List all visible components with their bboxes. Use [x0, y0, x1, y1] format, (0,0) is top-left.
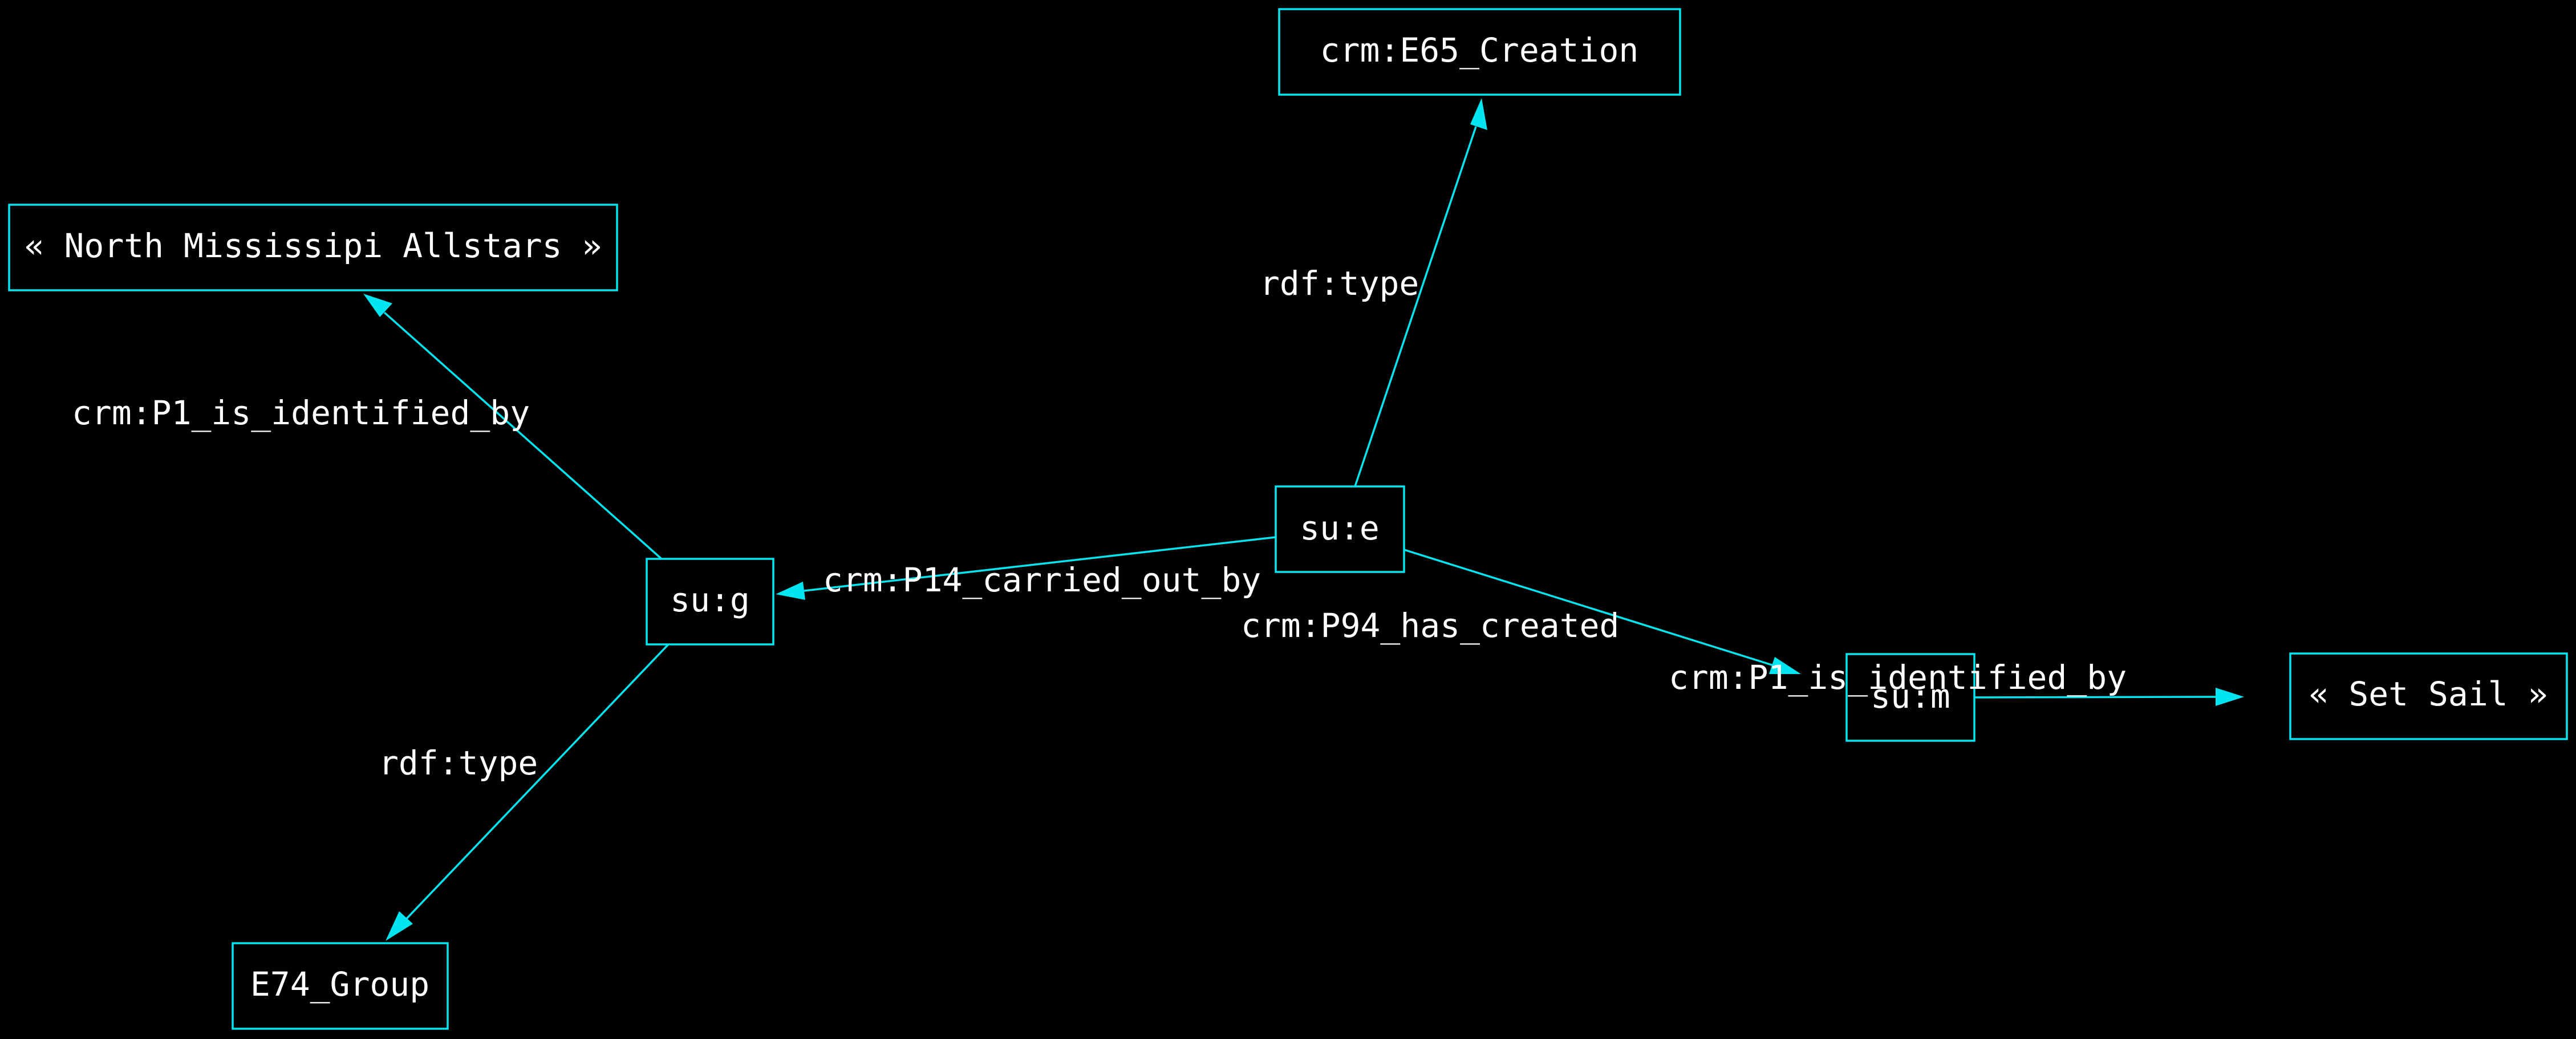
- node-box: [2289, 652, 2568, 740]
- arrowhead: [776, 582, 805, 600]
- edge-m-to-setsail: [1974, 688, 2244, 706]
- edge-label-has-created: crm:P94_has_created: [1241, 606, 1619, 645]
- node-label: « Set Sail »: [2309, 675, 2547, 713]
- node-label: crm:E65_Creation: [1320, 31, 1639, 70]
- node-box: [8, 204, 618, 291]
- edge-e-to-m: [1403, 549, 1801, 674]
- arrowhead: [1470, 98, 1487, 130]
- edge-e-to-creation: [1354, 98, 1487, 487]
- edge-line: [804, 536, 1276, 592]
- node-m[interactable]: su:m: [1845, 653, 1975, 742]
- edge-line: [383, 311, 663, 560]
- node-label: su:e: [1300, 509, 1380, 547]
- edge-e-to-g: [776, 536, 1276, 600]
- node-box: [1845, 653, 1975, 742]
- node-setsail[interactable]: « Set Sail »: [2289, 652, 2568, 740]
- node-label: E74_Group: [250, 965, 429, 1004]
- node-creation[interactable]: crm:E65_Creation: [1278, 8, 1681, 96]
- node-box: [646, 558, 774, 646]
- arrowhead: [2216, 688, 2244, 706]
- node-group[interactable]: E74_Group: [232, 942, 449, 1030]
- node-g[interactable]: su:g: [646, 558, 774, 646]
- arrowhead: [363, 294, 392, 317]
- edge-line: [1354, 126, 1477, 487]
- node-e[interactable]: su:e: [1275, 485, 1405, 573]
- node-box: [1275, 485, 1405, 573]
- edge-label-identified-by-allstars: crm:P1_is_identified_by: [72, 393, 530, 432]
- edge-line: [1403, 549, 1774, 667]
- edge-line: [404, 643, 670, 921]
- node-label: su:m: [1871, 677, 1950, 716]
- node-allstars[interactable]: « North Mississipi Allstars »: [8, 204, 618, 291]
- edge-g-to-group: [386, 643, 670, 941]
- node-box: [232, 942, 449, 1030]
- edge-g-to-allstars: [363, 294, 663, 560]
- node-label: « North Mississipi Allstars »: [25, 226, 602, 265]
- edge-label-carried-out-by: crm:P14_carried_out_by: [823, 561, 1261, 599]
- arrowhead: [1769, 657, 1801, 674]
- arrowhead: [386, 911, 413, 941]
- node-label: su:g: [670, 581, 750, 619]
- edge-label-rdf-type-creation: rdf:type: [1260, 264, 1419, 303]
- edge-label-rdf-type-group: rdf:type: [379, 744, 538, 782]
- edge-label-identified-by-setsail: crm:P1_is_identified_by: [1669, 658, 2127, 697]
- node-box: [1278, 8, 1681, 96]
